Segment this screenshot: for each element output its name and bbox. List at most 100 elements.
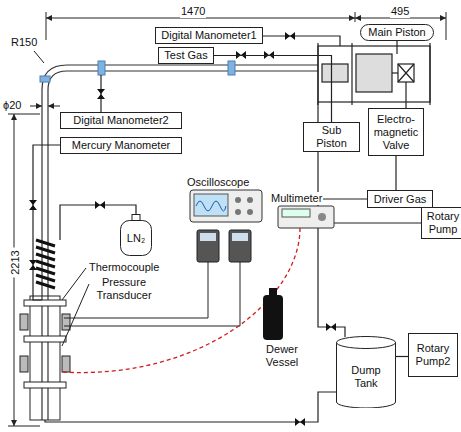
shock-tube	[42, 65, 318, 420]
nitrogen-vessel: LN₂	[120, 214, 152, 256]
pipe	[45, 392, 336, 422]
oscilloscope-screen	[194, 194, 228, 216]
node-text: Digital Manometer1	[161, 29, 256, 42]
tank-top	[337, 337, 396, 349]
vessel-body	[263, 295, 283, 340]
piston-housing	[318, 41, 430, 108]
valves	[29, 32, 336, 426]
node-text: Sub Piston	[307, 124, 356, 150]
node-text: LN₂	[127, 232, 145, 245]
extension-line	[8, 114, 40, 115]
valve-box: Electro- magnetic Valve	[368, 108, 424, 156]
instrument-label: Oscilloscope	[186, 176, 250, 189]
knob	[235, 209, 241, 215]
oscilloscope-body	[190, 190, 262, 222]
signal-wire	[64, 262, 208, 318]
piston-box: Main Piston	[360, 24, 434, 41]
meter-display	[232, 233, 248, 241]
knob	[247, 209, 253, 215]
pipe	[33, 145, 60, 300]
tube-wall	[47, 90, 48, 420]
pipe-connector	[214, 56, 332, 123]
valve-symbol	[97, 89, 105, 99]
waveform	[196, 201, 226, 211]
main-piston	[356, 54, 392, 92]
valve-symbol	[29, 260, 37, 270]
manometer-box: Mercury Manometer	[60, 137, 182, 154]
multimeter-icon	[278, 206, 334, 228]
valve-body	[398, 64, 414, 82]
gas-box: Test Gas	[158, 47, 214, 64]
gas-box: Driver Gas	[367, 190, 433, 208]
pump-box: Rotary Pump2	[408, 333, 458, 377]
valve-symbol	[285, 32, 295, 40]
piston-box: Sub Piston	[303, 122, 360, 152]
instrument-label: Multimeter	[270, 192, 323, 205]
dump-tank: Dump Tank	[336, 336, 396, 408]
multimeter-body	[278, 206, 334, 228]
dewar-vessel-icon	[263, 288, 283, 340]
pipe-lines	[33, 36, 421, 422]
leader-line	[405, 82, 406, 108]
manometer-box: Digital Manometer1	[155, 27, 263, 44]
leader-line	[396, 41, 397, 54]
sensor-label: Thermocouple	[88, 261, 160, 274]
housing-flange	[429, 43, 430, 105]
housing-flange	[351, 43, 352, 105]
sensor-label: Pressure Transducer	[92, 276, 156, 302]
dimension-line	[30, 106, 42, 107]
pump-box: Rotary Pump	[421, 207, 461, 239]
tube-flange	[228, 61, 235, 75]
meter-icons	[197, 230, 251, 262]
node-text: Rotary Pump	[424, 210, 461, 236]
dimension-lines	[8, 12, 446, 426]
dimension-label: R150	[10, 36, 38, 49]
vessel-neck	[269, 288, 277, 296]
meter-body	[229, 230, 251, 262]
valve-symbol	[326, 323, 336, 331]
clamp-block	[20, 314, 28, 330]
flange	[24, 382, 66, 388]
node-text: Dump Tank	[345, 364, 387, 390]
valve-symbol	[295, 418, 305, 426]
manometer-box: Digital Manometer2	[60, 112, 182, 129]
test-section	[20, 296, 70, 420]
piston-rod	[392, 72, 398, 73]
dimension-label: 1470	[180, 5, 206, 18]
housing-body	[318, 46, 430, 102]
tube-flange	[98, 61, 105, 75]
cooling-coil	[36, 240, 55, 288]
test-section-body	[30, 296, 60, 420]
pipe-connector	[395, 156, 396, 190]
clamp-block	[20, 356, 28, 372]
flange	[24, 300, 66, 306]
meter-body	[197, 230, 219, 262]
meter-display	[200, 233, 216, 241]
valve-symbol	[29, 200, 37, 210]
pipe-connector	[396, 356, 408, 357]
tube-wall	[42, 65, 318, 90]
signal-wire	[64, 262, 240, 326]
housing-flange	[317, 43, 318, 105]
instrument-label: Dewer Vessel	[258, 343, 306, 369]
node-text: Mercury Manometer	[72, 139, 170, 152]
dimension-line	[48, 106, 60, 107]
vessel-body	[121, 221, 152, 256]
tube-wall	[48, 71, 318, 90]
node-text: Rotary Pump2	[412, 342, 454, 368]
node-text: Main Piston	[368, 26, 425, 39]
node-text: Electro- magnetic Valve	[372, 113, 420, 152]
pipe	[318, 198, 367, 199]
flange	[24, 336, 66, 342]
clamp-block	[62, 356, 70, 372]
signal-wires	[62, 262, 240, 346]
oscilloscope-icon	[190, 190, 262, 222]
knob	[247, 197, 253, 203]
knob	[235, 197, 241, 203]
node-text: Digital Manometer2	[73, 114, 168, 127]
extension-line	[8, 426, 40, 427]
tube-flange	[40, 76, 50, 82]
multimeter-display	[282, 209, 310, 217]
dimension-label: 495	[390, 5, 410, 18]
